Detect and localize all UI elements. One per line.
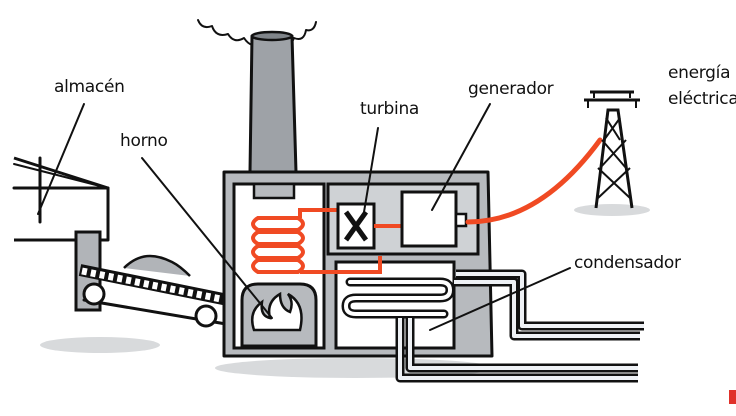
label-horno: horno: [120, 131, 168, 151]
label-almacen: almacén: [54, 77, 125, 97]
coal-conveyor: [74, 230, 230, 328]
chimney: [248, 34, 298, 174]
ground-shadow-conveyor: [40, 337, 160, 353]
label-turbina: turbina: [360, 99, 419, 119]
label-condensador: condensador: [574, 253, 681, 273]
chimney-top: [250, 30, 294, 42]
transmission-tower: [584, 90, 640, 209]
power-line: [465, 137, 603, 225]
storage-shed: [12, 156, 110, 242]
label-energia-line2: eléctrica: [668, 89, 736, 109]
label-energia-line1: energía: [668, 63, 730, 83]
ground-shadow-tower: [574, 204, 650, 216]
cooling-pipes: [395, 269, 644, 383]
generator: [400, 190, 468, 248]
condenser-chamber: [334, 260, 456, 350]
flame-icon: [251, 291, 303, 332]
leader-lines: [37, 103, 571, 331]
label-generador: generador: [468, 79, 554, 99]
corner-marker: [729, 390, 736, 404]
condenser-pipe: [341, 277, 455, 319]
ground-shadow-plant: [215, 358, 495, 378]
heating-coil: [251, 208, 382, 274]
furnace: [240, 282, 318, 348]
turbine: [336, 202, 402, 250]
